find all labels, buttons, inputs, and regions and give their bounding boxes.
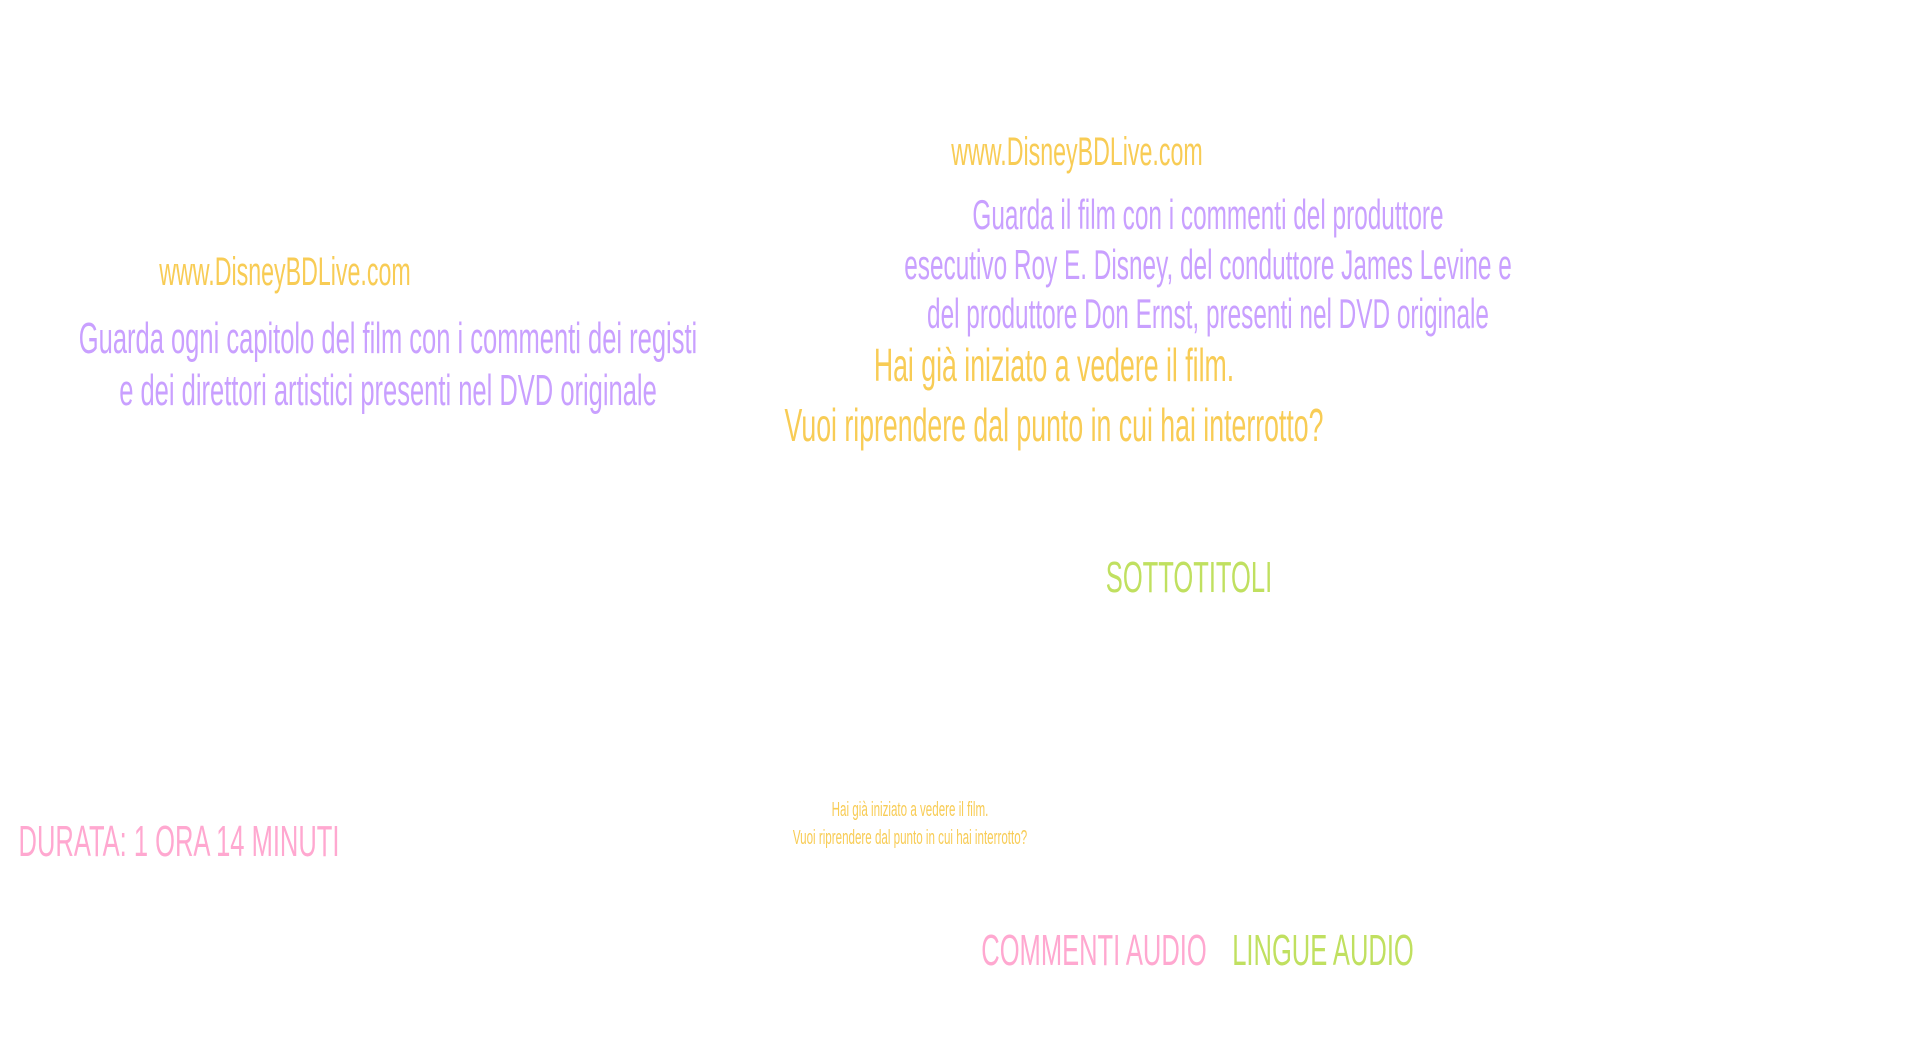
resume-small-line2: Vuoi riprendere dal punto in cui hai int… (792, 827, 1028, 849)
producer-commentary-line: del produttore Don Ernst, presenti nel D… (927, 290, 1489, 338)
subtitles-button[interactable]: SOTTOTITOLI (1105, 553, 1273, 602)
bd-live-url-left[interactable]: www.DisneyBDLive.com (159, 250, 411, 294)
audio-languages-button[interactable]: LINGUE AUDIO (1232, 926, 1414, 975)
directors-commentary-text: Guarda ogni capitolo del film con i comm… (79, 313, 697, 417)
resume-small-line1: Hai già iniziato a vedere il film. (831, 799, 989, 821)
directors-commentary-line: e dei direttori artistici presenti nel D… (119, 365, 657, 415)
duration-label: DURATA: 1 ORA 14 MINUTI (18, 817, 340, 866)
resume-question-line1: Hai già iniziato a vedere il film. (873, 339, 1235, 391)
directors-commentary-line: Guarda ogni capitolo del film con i comm… (78, 314, 698, 363)
audio-commentary-button[interactable]: COMMENTI AUDIO (981, 926, 1207, 975)
producer-commentary-text: Guarda il film con i commenti del produt… (904, 190, 1512, 339)
producer-commentary-line: Guarda il film con i commenti del produt… (972, 191, 1444, 238)
resume-question-line2: Vuoi riprendere dal punto in cui hai int… (784, 399, 1324, 451)
producer-commentary-line: esecutivo Roy E. Disney, del conduttore … (904, 240, 1512, 288)
bd-live-url-top[interactable]: www.DisneyBDLive.com (951, 130, 1203, 174)
